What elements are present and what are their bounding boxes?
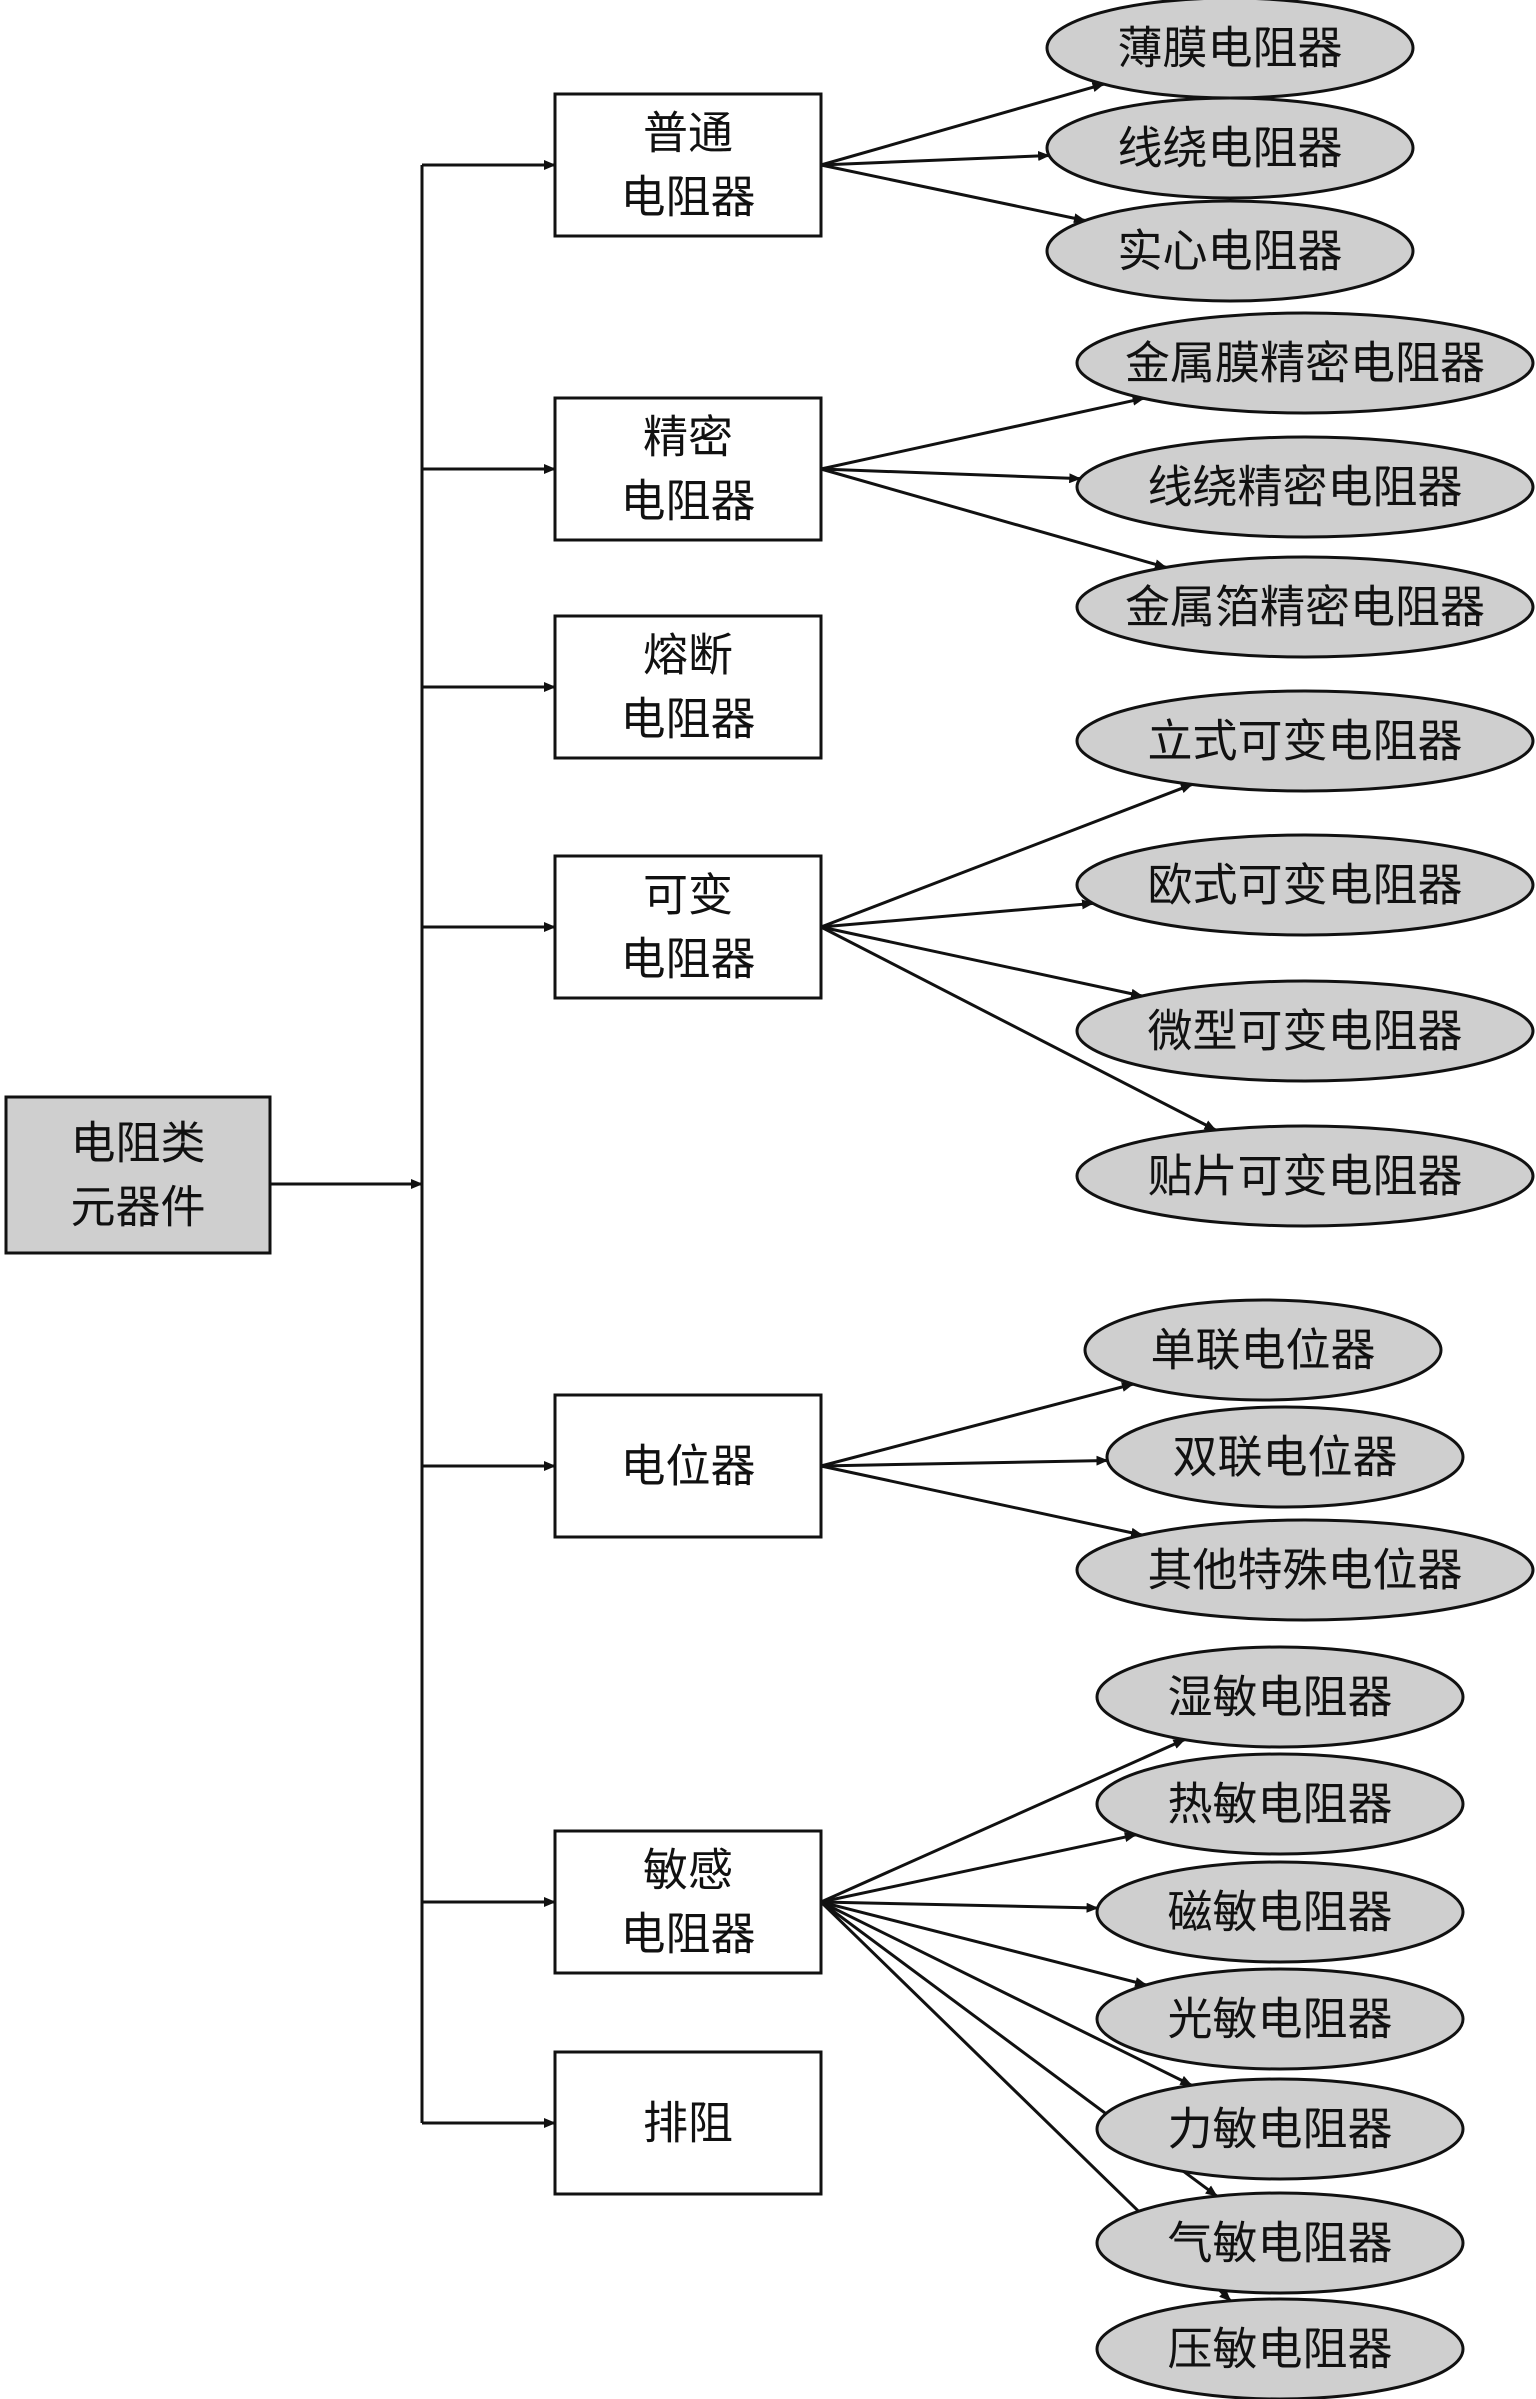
leaf-node-label: 立式可变电阻器 bbox=[1147, 715, 1462, 768]
leaf-connector-arrow bbox=[820, 1738, 1186, 1904]
leaf-node-ellipse bbox=[1075, 1518, 1535, 1622]
category-label: 电阻器 bbox=[620, 933, 755, 986]
category-label: 电阻器 bbox=[620, 1908, 755, 1961]
root-node-label: 电阻类 bbox=[70, 1117, 205, 1170]
category-label: 普通 bbox=[643, 107, 733, 160]
leaf-node-label: 热敏电阻器 bbox=[1167, 1778, 1392, 1831]
leaf-node-label: 线绕精密电阻器 bbox=[1147, 461, 1462, 514]
leaf-node-ellipse bbox=[1075, 435, 1535, 539]
category-box bbox=[553, 614, 823, 760]
leaf-connector-arrow bbox=[820, 1900, 1193, 2087]
category-label: 精密 bbox=[643, 411, 733, 464]
leaf-node-label: 磁敏电阻器 bbox=[1167, 1886, 1392, 1939]
root-node-label: 元器件 bbox=[70, 1181, 205, 1234]
leaf-node-label: 欧式可变电阻器 bbox=[1147, 859, 1462, 912]
leaf-node-label: 光敏电阻器 bbox=[1167, 1993, 1392, 2046]
leaf-connector-arrow bbox=[820, 1900, 1099, 1913]
leaf-node-label: 贴片可变电阻器 bbox=[1147, 1150, 1462, 1203]
leaf-connector-arrow bbox=[820, 467, 1082, 484]
category-label: 电阻器 bbox=[620, 693, 755, 746]
leaf-node-label: 双联电位器 bbox=[1172, 1431, 1397, 1484]
leaf-node-label: 湿敏电阻器 bbox=[1167, 1671, 1392, 1724]
leaf-connector-arrow bbox=[820, 163, 1086, 224]
leaf-node-label: 其他特殊电位器 bbox=[1147, 1544, 1462, 1597]
leaf-node-ellipse bbox=[1075, 1124, 1535, 1228]
leaf-connector-arrow bbox=[820, 82, 1105, 167]
leaf-node-ellipse bbox=[1045, 96, 1415, 200]
leaf-node-label: 金属箔精密电阻器 bbox=[1125, 581, 1485, 634]
leaf-node-label: 单联电位器 bbox=[1150, 1324, 1375, 1377]
category-label: 电阻器 bbox=[620, 475, 755, 528]
leaf-node-ellipse bbox=[1095, 1860, 1465, 1964]
leaf-node-ellipse bbox=[1095, 1645, 1465, 1749]
leaf-node-ellipse bbox=[1075, 555, 1535, 659]
leaf-connector-arrow bbox=[820, 467, 1167, 570]
leaf-node-ellipse bbox=[1095, 1967, 1465, 2071]
category-box bbox=[553, 92, 823, 238]
category-box bbox=[553, 2050, 823, 2196]
leaf-node-label: 金属膜精密电阻器 bbox=[1125, 337, 1485, 390]
category-label: 电位器 bbox=[620, 1440, 755, 1493]
leaf-node-label: 薄膜电阻器 bbox=[1117, 22, 1342, 75]
leaf-connector-arrow bbox=[820, 1455, 1109, 1468]
leaf-node-ellipse bbox=[1075, 689, 1535, 793]
leaf-connector-arrow bbox=[820, 899, 1094, 929]
category-label: 敏感 bbox=[643, 1844, 733, 1897]
category-label: 可变 bbox=[643, 869, 733, 922]
leaf-connector-arrow bbox=[820, 1832, 1137, 1904]
leaf-node-ellipse bbox=[1105, 1405, 1465, 1509]
leaf-connector-arrow bbox=[820, 1464, 1144, 1538]
leaf-node-label: 气敏电阻器 bbox=[1167, 2217, 1392, 2270]
leaf-node-ellipse bbox=[1095, 2077, 1465, 2181]
leaf-connector-arrow bbox=[820, 150, 1051, 167]
leaf-node-ellipse bbox=[1045, 199, 1415, 303]
category-label: 排阻 bbox=[643, 2097, 733, 2150]
leaf-connector-arrow bbox=[820, 1382, 1134, 1468]
leaf-node-ellipse bbox=[1095, 1752, 1465, 1856]
leaf-node-ellipse bbox=[1075, 833, 1535, 937]
leaf-connector-arrow bbox=[820, 925, 1144, 999]
leaf-node-ellipse bbox=[1095, 2297, 1465, 2399]
leaf-node-ellipse bbox=[1075, 311, 1535, 415]
leaf-node-label: 力敏电阻器 bbox=[1167, 2103, 1392, 2156]
leaf-connector-arrow bbox=[820, 395, 1145, 471]
leaf-node-ellipse bbox=[1083, 1298, 1443, 1402]
leaf-node-label: 压敏电阻器 bbox=[1167, 2323, 1392, 2376]
leaf-connector-arrow bbox=[820, 925, 1217, 1132]
leaf-node-label: 实心电阻器 bbox=[1117, 225, 1342, 278]
leaf-node-label: 微型可变电阻器 bbox=[1147, 1005, 1462, 1058]
category-box bbox=[553, 854, 823, 1000]
leaf-node-ellipse bbox=[1095, 2191, 1465, 2295]
leaf-node-label: 线绕电阻器 bbox=[1117, 122, 1342, 175]
category-box bbox=[553, 1829, 823, 1975]
category-label: 熔断 bbox=[643, 629, 733, 682]
leaf-node-ellipse bbox=[1075, 979, 1535, 1083]
category-box bbox=[553, 1393, 823, 1539]
leaf-connector-arrow bbox=[820, 1900, 1148, 1988]
leaf-connector-arrow bbox=[820, 783, 1193, 929]
category-label: 电阻器 bbox=[620, 171, 755, 224]
root-node-box bbox=[4, 1095, 272, 1255]
category-box bbox=[553, 396, 823, 542]
